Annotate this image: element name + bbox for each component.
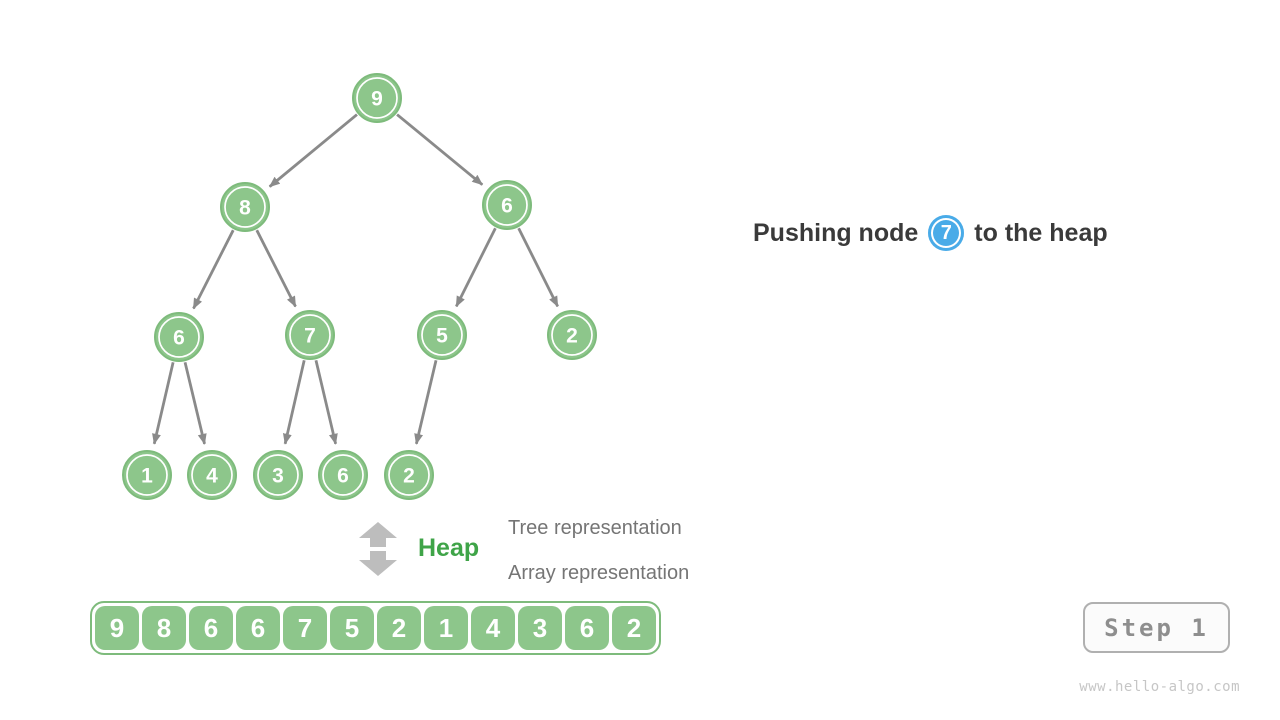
tree-edge [517, 227, 559, 308]
array-cell: 2 [612, 606, 656, 650]
array-cell: 2 [377, 606, 421, 650]
array-cell: 6 [189, 606, 233, 650]
tree-node-value: 1 [141, 465, 153, 488]
tree-edge [152, 362, 175, 445]
tree-node-value: 6 [173, 327, 185, 350]
tree-node: 5 [417, 310, 467, 360]
tree-node-value: 4 [206, 465, 218, 488]
tree-node: 1 [122, 450, 172, 500]
push-caption-prefix: Pushing node [753, 218, 919, 247]
heap-tree: 9 8 6 6 7 5 2 1 4 3 6 2 [122, 73, 597, 500]
step-button[interactable]: Step 1 [1083, 602, 1230, 653]
tree-node-value: 8 [239, 197, 251, 220]
up-down-arrow-icon [359, 522, 397, 576]
tree-node: 6 [318, 450, 368, 500]
watermark: www.hello-algo.com [1079, 679, 1240, 695]
push-caption-suffix: to the heap [974, 218, 1108, 247]
tree-edge [314, 359, 338, 445]
array-cell: 6 [565, 606, 609, 650]
push-caption: Pushing node 7 to the heap [753, 211, 1108, 255]
tree-nodes: 9 8 6 6 7 5 2 1 4 3 6 2 [122, 73, 597, 500]
array-cell: 3 [518, 606, 562, 650]
array-cell: 7 [283, 606, 327, 650]
array-cell: 8 [142, 606, 186, 650]
tree-node: 6 [154, 312, 204, 362]
tree-node: 2 [384, 450, 434, 500]
tree-edge [455, 227, 497, 308]
tree-node-value: 3 [272, 465, 284, 488]
heap-label: Heap [418, 534, 480, 562]
tree-node-value: 6 [501, 195, 513, 218]
tree-node: 2 [547, 310, 597, 360]
tree-node-value: 9 [371, 88, 383, 111]
tree-node: 4 [187, 450, 237, 500]
array-cell: 6 [236, 606, 280, 650]
tree-node: 8 [220, 182, 270, 232]
tree-node-value: 7 [304, 325, 316, 348]
tree-representation-label: Tree representation [508, 517, 682, 539]
tree-edges [152, 113, 559, 445]
tree-node: 3 [253, 450, 303, 500]
tree-node: 9 [352, 73, 402, 123]
pushed-node-badge: 7 [928, 215, 965, 251]
array-cell: 4 [471, 606, 515, 650]
tree-edge [183, 361, 207, 445]
tree-edge [282, 360, 306, 445]
array-cell: 1 [424, 606, 468, 650]
tree-edge [255, 229, 297, 308]
array-representation-label: Array representation [508, 562, 690, 584]
tree-node: 7 [285, 310, 335, 360]
tree-edge [192, 229, 235, 310]
tree-edge [268, 113, 358, 188]
tree-edge [414, 359, 438, 445]
tree-node-value: 6 [337, 465, 349, 488]
tree-node-value: 5 [436, 325, 448, 348]
array-cell: 5 [330, 606, 374, 650]
tree-node-value: 2 [566, 325, 578, 348]
tree-node: 6 [482, 180, 532, 230]
array-cell: 9 [95, 606, 139, 650]
tree-edge [396, 113, 484, 186]
tree-node-value: 2 [403, 465, 415, 488]
